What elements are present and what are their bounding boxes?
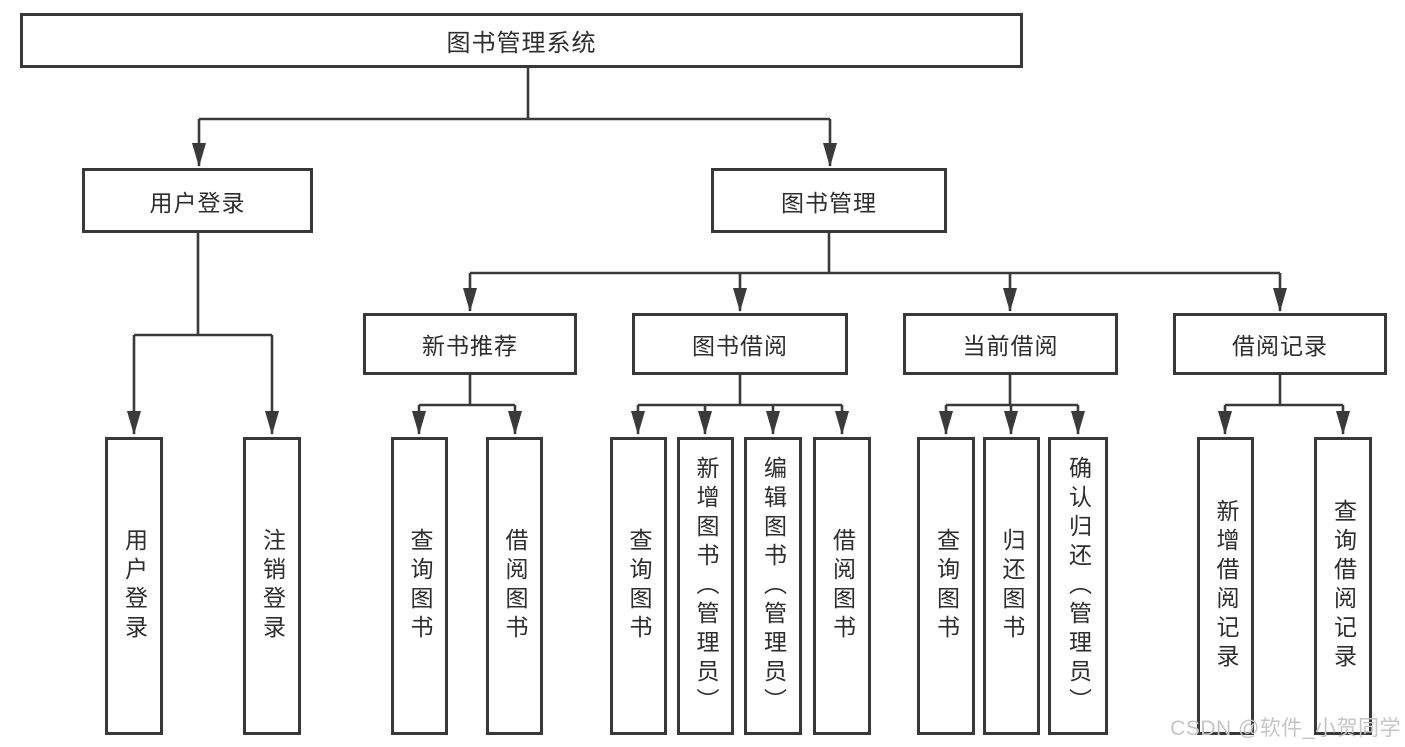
node-label: 借阅图书 bbox=[829, 528, 856, 644]
node-label: 图书管理 bbox=[781, 189, 877, 216]
node-label: 图书管理系统 bbox=[446, 30, 597, 57]
node-label: 新增图书（管理员） bbox=[693, 455, 719, 717]
node-borrowing-records: 借阅记录 bbox=[1173, 313, 1387, 375]
leaf-return-books: 归还图书 bbox=[983, 437, 1040, 735]
node-label: 确认归还（管理员） bbox=[1065, 455, 1092, 717]
node-new-book-recommendation: 新书推荐 bbox=[363, 313, 577, 375]
node-label: 借阅图书 bbox=[502, 528, 528, 644]
leaf-query-books-3: 查询图书 bbox=[917, 437, 975, 735]
node-label: 图书借阅 bbox=[692, 333, 788, 359]
connector-current-borrowing-to-children bbox=[939, 375, 1085, 435]
leaf-query-books-2: 查询图书 bbox=[610, 437, 667, 735]
node-label: 查询图书 bbox=[626, 528, 652, 644]
node-label: 查询借阅记录 bbox=[1330, 499, 1357, 673]
node-label: 当前借阅 bbox=[962, 333, 1059, 359]
leaf-query-books: 查询图书 bbox=[391, 437, 448, 735]
connector-book-borrowing-to-children bbox=[631, 375, 849, 435]
connector-root-to-level1 bbox=[192, 68, 837, 167]
csdn-watermark: CSDN @软件_小贺同学 bbox=[1170, 717, 1401, 740]
node-label: 借阅记录 bbox=[1232, 333, 1328, 359]
leaf-confirm-return-admin: 确认归还（管理员） bbox=[1048, 437, 1108, 735]
connector-borrowing-records-to-children bbox=[1218, 375, 1350, 435]
leaf-logout: 注销登录 bbox=[243, 437, 301, 735]
node-label: 用户登录 bbox=[149, 189, 246, 216]
node-book-management: 图书管理 bbox=[711, 168, 947, 233]
node-label: 编辑图书（管理员） bbox=[760, 455, 787, 717]
leaf-user-login: 用户登录 bbox=[105, 437, 163, 735]
connector-new-book-recommendation-to-children bbox=[412, 375, 522, 435]
node-book-borrowing: 图书借阅 bbox=[632, 313, 848, 375]
leaf-edit-book-admin: 编辑图书（管理员） bbox=[744, 437, 802, 735]
leaf-borrow-books: 借阅图书 bbox=[486, 437, 543, 735]
node-current-borrowing: 当前借阅 bbox=[903, 313, 1118, 375]
node-label: 新书推荐 bbox=[422, 333, 518, 359]
node-label: 新增借阅记录 bbox=[1213, 499, 1239, 673]
node-label: 注销登录 bbox=[259, 528, 286, 644]
node-label: 查询图书 bbox=[407, 528, 433, 644]
leaf-add-borrow-record: 新增借阅记录 bbox=[1197, 437, 1254, 735]
node-label: 归还图书 bbox=[999, 528, 1025, 644]
connector-book-management-to-level2 bbox=[463, 233, 1287, 312]
leaf-add-book-admin: 新增图书（管理员） bbox=[677, 437, 734, 735]
leaf-query-borrow-record: 查询借阅记录 bbox=[1314, 437, 1372, 735]
node-label: 用户登录 bbox=[121, 528, 148, 644]
node-library-management-system: 图书管理系统 bbox=[20, 13, 1023, 68]
connector-user-login-to-children bbox=[127, 233, 279, 435]
leaf-borrow-books-2: 借阅图书 bbox=[813, 437, 871, 735]
node-user-login: 用户登录 bbox=[82, 168, 313, 233]
node-label: 查询图书 bbox=[933, 528, 960, 644]
